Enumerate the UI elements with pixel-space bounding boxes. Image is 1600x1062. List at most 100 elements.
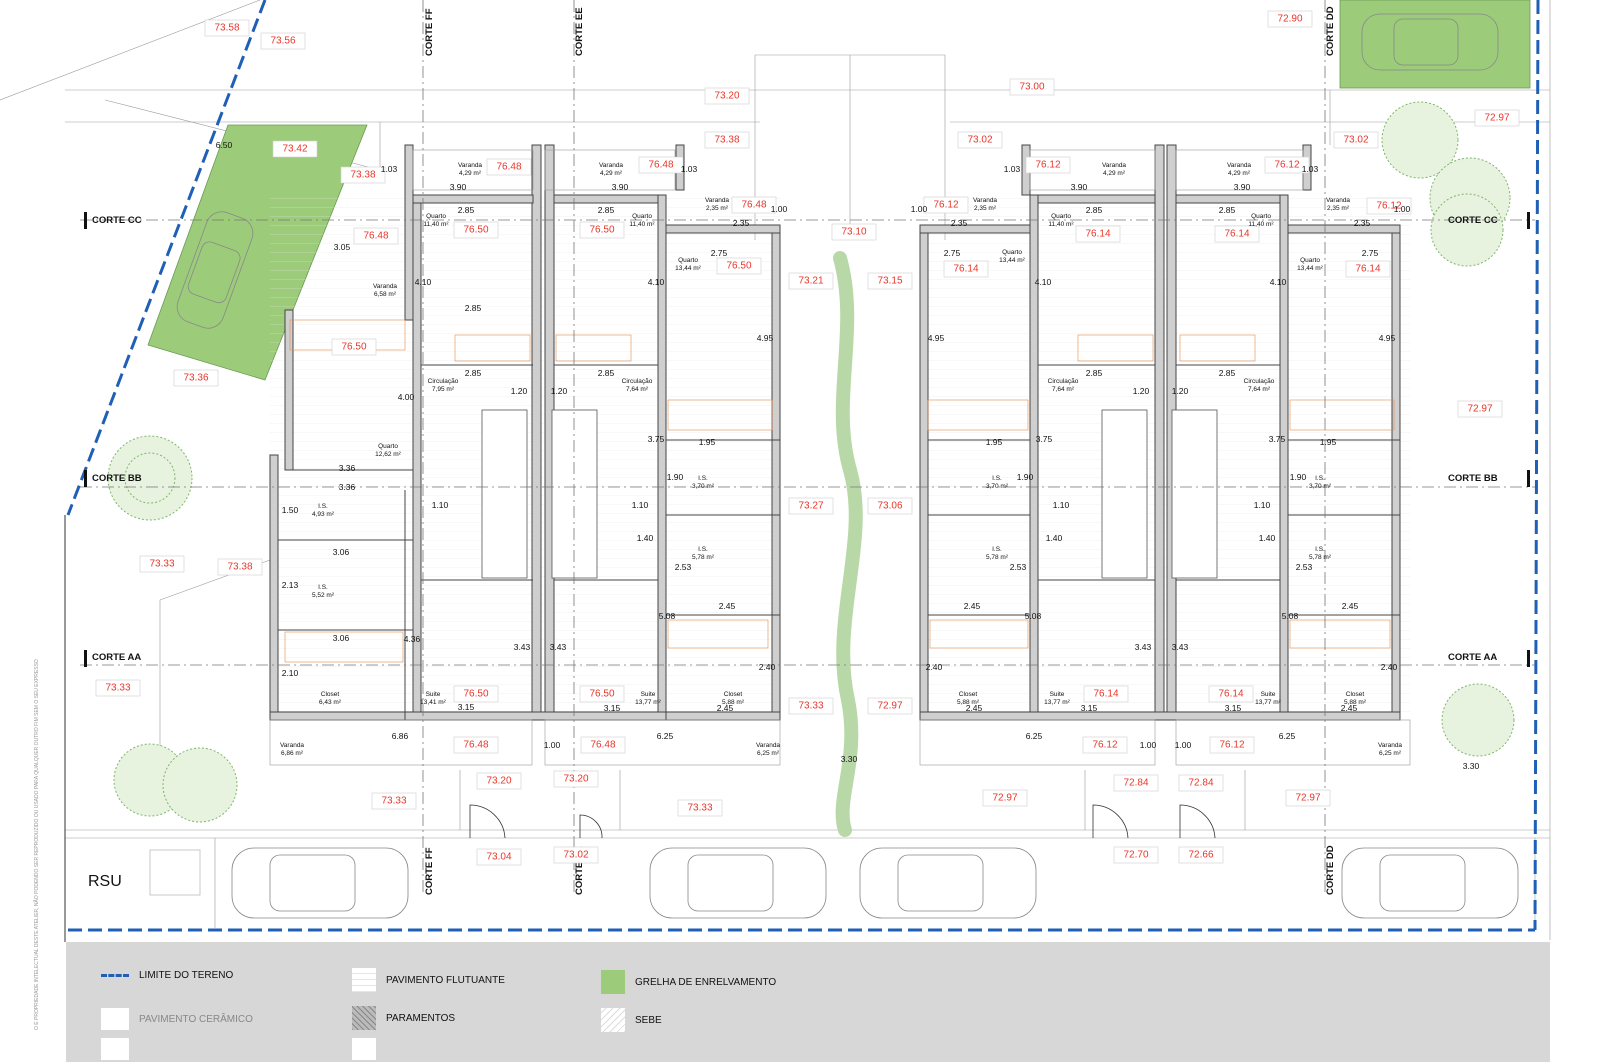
level-value: 76.14 [1355, 264, 1380, 275]
level-marker: 73.20 [553, 770, 599, 788]
level-value: 76.12 [933, 200, 958, 211]
corte-cc-right: CORTE CC [1448, 215, 1498, 226]
level-value: 73.33 [381, 796, 406, 807]
room-area: 3,70 m² [986, 483, 1009, 490]
level-marker: 72.97 [1474, 109, 1520, 127]
dimension-value: 2.10 [282, 668, 299, 678]
level-marker-box [1457, 400, 1503, 418]
room-name: I.S. [992, 475, 1002, 482]
level-marker-box [139, 555, 185, 573]
car-icon-street-1 [231, 847, 409, 919]
level-marker-box [923, 196, 969, 214]
level-marker-box [867, 272, 913, 290]
legend-item-pav-ceramico: PAVIMENTO CERÂMICO [101, 1008, 253, 1030]
room-label: I.S.3,70 m² [1309, 475, 1332, 490]
dimension-value: 1.50 [282, 505, 299, 515]
room-area: 5,88 m² [1344, 699, 1367, 706]
dimension-value: 3.15 [604, 703, 621, 713]
room-name: I.S. [318, 503, 328, 510]
dimension-value: 2.40 [759, 662, 776, 672]
level-value: 73.21 [798, 276, 823, 287]
level-marker: 73.04 [476, 848, 522, 866]
rsu-bin [149, 849, 201, 896]
level-value: 73.06 [877, 501, 902, 512]
dimension-value: 2.35 [733, 218, 750, 228]
dimension-value: 5.08 [659, 611, 676, 621]
dimension-value: 4.95 [1379, 333, 1396, 343]
level-marker: 73.36 [173, 369, 219, 387]
dimension-value: 2.85 [465, 303, 482, 313]
level-marker-box [1285, 789, 1331, 807]
level-marker: 73.00 [1009, 78, 1055, 96]
level-marker: 73.38 [704, 131, 750, 149]
room-area: 3,70 m² [692, 483, 715, 490]
dimension-value: 3.15 [458, 702, 475, 712]
level-value: 76.12 [1035, 160, 1060, 171]
room-area: 4,29 m² [459, 170, 482, 177]
grass-grid-parking-left [147, 124, 368, 381]
room-area: 4,93 m² [312, 511, 335, 518]
room-area: 11,40 m² [629, 221, 655, 228]
level-marker: 73.33 [371, 792, 417, 810]
dimension-value: 1.00 [911, 204, 928, 214]
level-marker: 76.50 [453, 221, 499, 239]
dimension-value: 4.36 [404, 634, 421, 644]
dimension-value: 1.90 [1017, 472, 1034, 482]
level-marker: 73.38 [217, 558, 263, 576]
corte-dd-top: CORTE DD [1325, 6, 1336, 56]
legend-swatch-extra-2 [352, 1038, 376, 1060]
level-value: 72.97 [1295, 793, 1320, 804]
level-marker: 76.48 [486, 158, 532, 176]
dimension-value: 1.10 [432, 500, 449, 510]
room-area: 7,64 m² [1248, 386, 1271, 393]
room-name: Quarto [1002, 249, 1022, 256]
room-label: I.S.3,70 m² [986, 475, 1009, 490]
level-marker-box [638, 156, 684, 174]
dimension-value: 2.40 [926, 662, 943, 672]
car-icon-parking-right [1361, 13, 1499, 71]
level-marker: 72.97 [867, 697, 913, 715]
level-value: 72.97 [877, 701, 902, 712]
level-marker-box [331, 338, 377, 356]
dimension-value: 2.75 [944, 248, 961, 258]
car-icon-street-4 [1341, 847, 1519, 919]
level-marker-box [982, 789, 1028, 807]
level-value: 76.50 [463, 225, 488, 236]
level-value: 76.12 [1376, 201, 1401, 212]
corte-ff-bottom: CORTE FF [424, 847, 435, 895]
level-marker-box [957, 131, 1003, 149]
level-value: 73.42 [282, 144, 307, 155]
dimension-value: 2.45 [719, 601, 736, 611]
dimension-value: 4.95 [928, 333, 945, 343]
level-marker: 72.66 [1178, 846, 1224, 864]
room-name: Quarto [378, 443, 398, 450]
room-area: 6,86 m² [281, 750, 304, 757]
dimension-value: 1.95 [699, 437, 716, 447]
level-value: 73.00 [1019, 82, 1044, 93]
dimension-value: 2.13 [282, 580, 299, 590]
dimension-value: 3.75 [648, 434, 665, 444]
dimension-value: 1.03 [1302, 164, 1319, 174]
level-marker: 73.06 [867, 497, 913, 515]
dimension-value: 1.00 [1140, 740, 1157, 750]
level-value: 73.20 [714, 91, 739, 102]
dimension-value: 3.15 [1081, 703, 1098, 713]
dimension-value: 6.25 [1279, 731, 1296, 741]
level-marker-box [731, 196, 777, 214]
legend-label-sebe: SEBE [635, 1014, 662, 1026]
level-value: 76.48 [496, 162, 521, 173]
level-marker-box [260, 32, 306, 50]
level-marker-box [272, 140, 318, 158]
